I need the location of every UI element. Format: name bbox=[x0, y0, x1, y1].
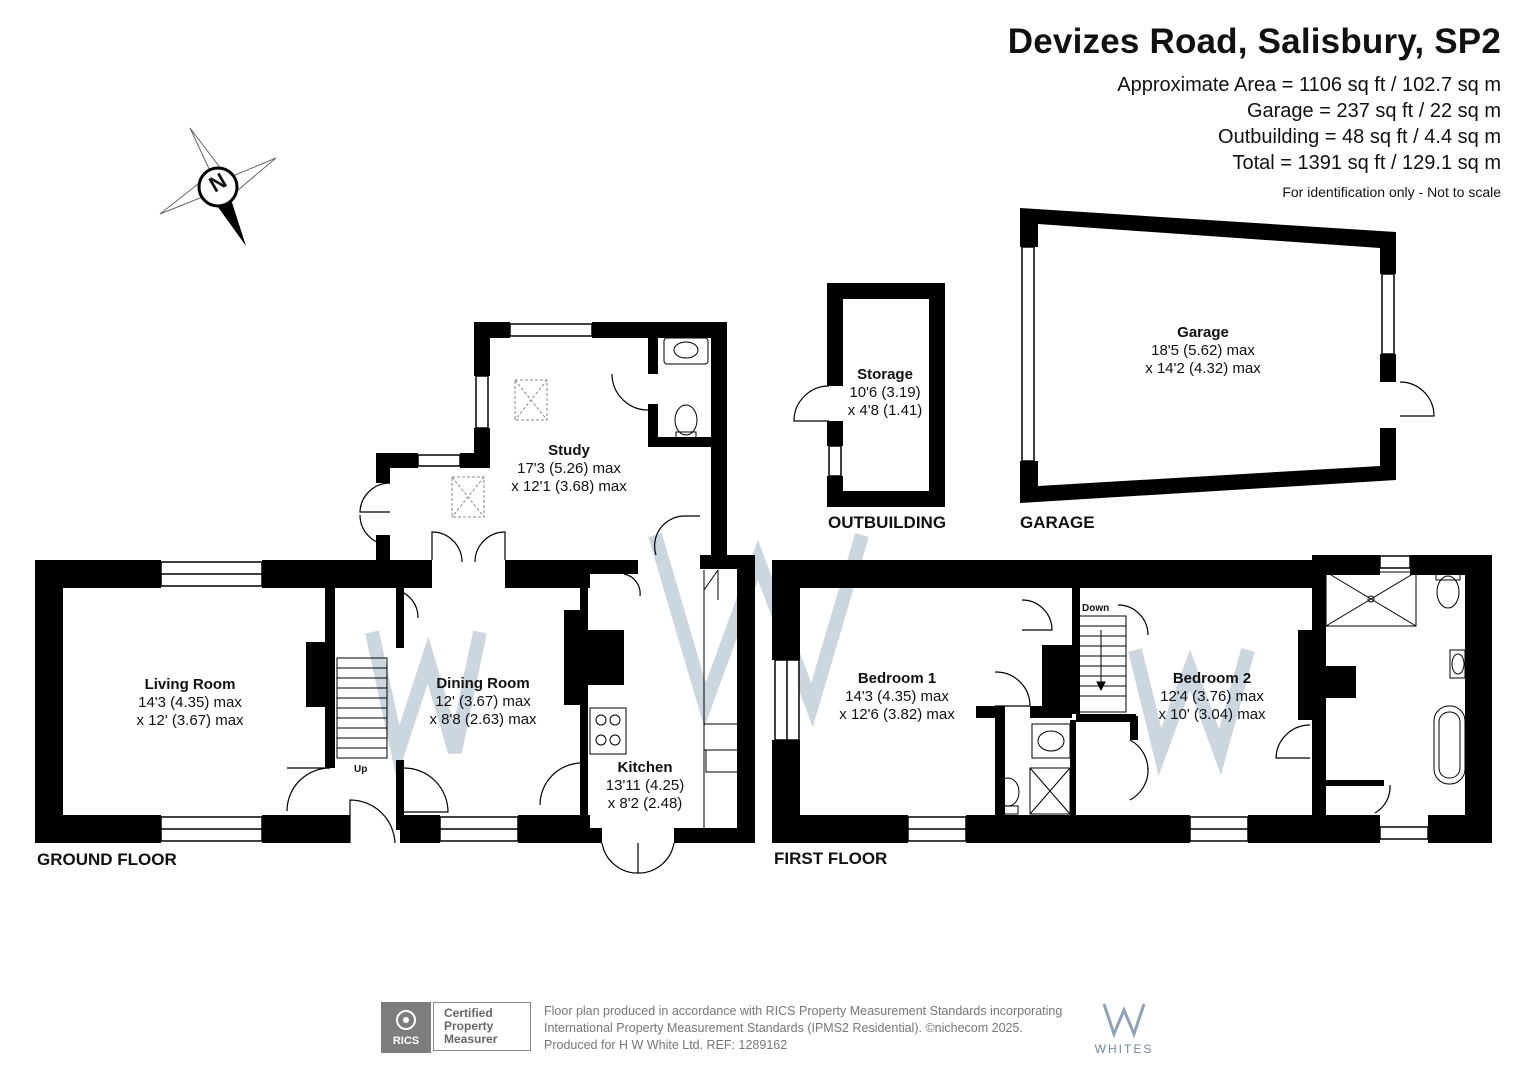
room-storage: Storage 10'6 (3.19) x 4'8 (1.41) bbox=[848, 366, 923, 420]
watermark-w bbox=[365, 533, 1255, 779]
cert-line1: Certified bbox=[444, 1006, 493, 1020]
room-dining-dim2: x 8'8 (2.63) max bbox=[429, 711, 537, 728]
first-floor-walls bbox=[772, 555, 1492, 843]
rics-crest-icon bbox=[396, 1010, 416, 1030]
room-study-dim1: 17'3 (5.26) max bbox=[517, 460, 621, 477]
garage-label: GARAGE bbox=[1020, 513, 1095, 532]
first-fittings bbox=[996, 571, 1466, 815]
room-bedroom2-dim1: 12'4 (3.76) max bbox=[1160, 688, 1264, 705]
room-study-name: Study bbox=[548, 442, 590, 459]
room-garage-dim2: x 14'2 (4.32) max bbox=[1145, 360, 1261, 377]
room-dining-name: Dining Room bbox=[436, 675, 530, 692]
room-bedroom2: Bedroom 2 12'4 (3.76) max x 10' (3.04) m… bbox=[1158, 670, 1265, 724]
outbuilding-walls bbox=[827, 283, 945, 507]
room-bedroom1-dim2: x 12'6 (3.82) max bbox=[839, 706, 955, 723]
approximate-area: Approximate Area = 1106 sq ft / 102.7 sq… bbox=[1117, 74, 1501, 96]
compass-rose-icon bbox=[159, 127, 277, 246]
outbuilding-area: Outbuilding = 48 sq ft / 4.4 sq m bbox=[1218, 126, 1501, 148]
ground-floor-label: GROUND FLOOR bbox=[37, 850, 177, 869]
room-kitchen-dim1: 13'11 (4.25) bbox=[605, 777, 685, 794]
room-bedroom2-name: Bedroom 2 bbox=[1172, 670, 1252, 687]
room-living-dim1: 14'3 (4.35) max bbox=[138, 694, 242, 711]
room-living-dim2: x 12' (3.67) max bbox=[136, 712, 244, 729]
outbuilding-label: OUTBUILDING bbox=[828, 513, 947, 532]
room-bedroom2-dim2: x 10' (3.04) max bbox=[1158, 706, 1266, 723]
stairs-down-label: Down bbox=[1082, 603, 1110, 614]
room-bedroom1: Bedroom 1 14'3 (4.35) max x 12'6 (3.82) … bbox=[839, 670, 954, 724]
whites-w-icon bbox=[1102, 1003, 1146, 1039]
room-living: Living Room 14'3 (4.35) max x 12' (3.67)… bbox=[136, 676, 243, 730]
first-floor-label: FIRST FLOOR bbox=[774, 849, 888, 868]
footer-line3: Produced for H W White Ltd. REF: 1289162 bbox=[544, 1038, 788, 1052]
whites-wordmark: WHITES bbox=[1094, 1042, 1154, 1056]
skylights bbox=[451, 379, 548, 518]
cert-line3: Measurer bbox=[444, 1032, 498, 1046]
certified-measurer-box: Certified Property Measurer bbox=[433, 1002, 531, 1051]
room-storage-dim1: 10'6 (3.19) bbox=[849, 384, 921, 401]
stairs-ground bbox=[336, 657, 388, 759]
room-storage-name: Storage bbox=[857, 366, 913, 383]
whites-logo: WHITES bbox=[1092, 1000, 1156, 1058]
total-area: Total = 1391 sq ft / 129.1 sq m bbox=[1232, 152, 1502, 174]
rics-logo: RICS bbox=[381, 1002, 431, 1053]
room-garage: Garage 18'5 (5.62) max x 14'2 (4.32) max bbox=[1145, 324, 1260, 378]
room-kitchen-name: Kitchen bbox=[617, 759, 673, 776]
footer-line1: Floor plan produced in accordance with R… bbox=[544, 1004, 1063, 1018]
garage-area: Garage = 237 sq ft / 22 sq m bbox=[1246, 100, 1501, 122]
room-bedroom1-dim1: 14'3 (4.35) max bbox=[845, 688, 949, 705]
room-study: Study 17'3 (5.26) max x 12'1 (3.68) max bbox=[511, 442, 626, 496]
rics-certification-badge: RICS Certified Property Measurer bbox=[381, 1002, 533, 1053]
rics-word: RICS bbox=[392, 1035, 420, 1047]
room-bedroom1-name: Bedroom 1 bbox=[857, 670, 937, 687]
room-dining: Dining Room 12' (3.67) max x 8'8 (2.63) … bbox=[429, 675, 536, 729]
room-living-name: Living Room bbox=[144, 676, 236, 693]
room-storage-dim2: x 4'8 (1.41) bbox=[847, 402, 923, 419]
cert-line2: Property bbox=[444, 1019, 494, 1033]
room-dining-dim1: 12' (3.67) max bbox=[435, 693, 531, 710]
room-kitchen: Kitchen 13'11 (4.25) x 8'2 (2.48) bbox=[606, 759, 684, 813]
garage-walls bbox=[1020, 208, 1396, 503]
footer-disclaimer: Floor plan produced in accordance with R… bbox=[544, 1003, 1062, 1054]
stairs-up-label: Up bbox=[354, 764, 368, 775]
doors bbox=[286, 373, 1435, 874]
stairs-first bbox=[1075, 615, 1127, 713]
room-garage-name: Garage bbox=[1177, 324, 1229, 341]
windows bbox=[160, 246, 1429, 842]
ground-floor-walls bbox=[35, 322, 755, 843]
room-garage-dim1: 18'5 (5.62) max bbox=[1151, 342, 1255, 359]
scale-note: For identification only - Not to scale bbox=[1282, 184, 1501, 200]
page-title: Devizes Road, Salisbury, SP2 bbox=[1007, 22, 1501, 61]
ground-fittings bbox=[589, 337, 739, 828]
footer-line2: International Property Measurement Stand… bbox=[544, 1021, 1023, 1035]
room-kitchen-dim2: x 8'2 (2.48) bbox=[607, 795, 683, 812]
room-study-dim2: x 12'1 (3.68) max bbox=[511, 478, 627, 495]
